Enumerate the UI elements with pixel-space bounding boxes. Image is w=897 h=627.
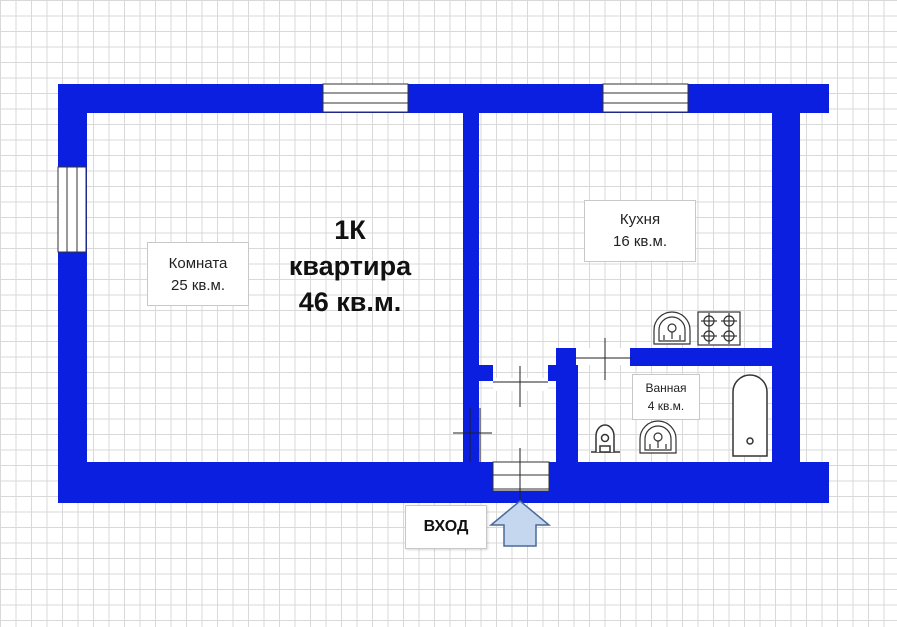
outer-wall-right — [772, 84, 800, 503]
apartment-kind: квартира — [288, 251, 412, 281]
wall-hall-left — [463, 365, 479, 465]
wall-room-kitchen — [463, 105, 479, 380]
bathtub-icon — [732, 374, 768, 457]
sink-icon — [639, 420, 677, 454]
outer-wall-top — [58, 84, 829, 113]
outer-wall-bottom — [58, 462, 829, 503]
kitchen-area: 16 кв.м. — [612, 233, 668, 250]
entrance-arrow-icon — [488, 500, 552, 547]
wall-bath-top — [556, 348, 576, 366]
apartment-title: 1К квартира 46 кв.м. — [270, 212, 430, 320]
door-marks — [453, 338, 632, 500]
stove-icon — [697, 311, 741, 346]
room-area: 25 кв.м. — [170, 277, 226, 294]
window-icon — [602, 83, 689, 113]
bathroom-name: Ванная — [645, 381, 687, 395]
window-icon — [57, 166, 87, 253]
bathroom-area: 4 кв.м. — [647, 399, 685, 413]
outer-wall-left — [58, 84, 87, 503]
wall-bath-top-right — [630, 348, 780, 366]
door-icon — [492, 461, 550, 492]
entrance-label: ВХОД — [405, 505, 487, 549]
toilet-icon — [591, 424, 620, 453]
walls — [58, 84, 829, 503]
kitchen-name: Кухня — [619, 211, 661, 228]
kitchen-label: Кухня 16 кв.м. — [584, 200, 696, 262]
room-label: Комната 25 кв.м. — [147, 242, 249, 306]
sink-icon — [653, 311, 691, 345]
bathroom-label: Ванная 4 кв.м. — [632, 374, 700, 420]
apartment-type: 1К — [334, 215, 366, 245]
wall-hall-top — [463, 365, 493, 381]
windows — [57, 83, 689, 253]
door-icon — [576, 348, 630, 365]
apartment-total-area: 46 кв.м. — [298, 287, 402, 317]
window-icon — [322, 83, 409, 113]
room-name: Комната — [168, 255, 228, 272]
doorways — [492, 348, 630, 492]
wall-hall-bath — [556, 352, 578, 465]
